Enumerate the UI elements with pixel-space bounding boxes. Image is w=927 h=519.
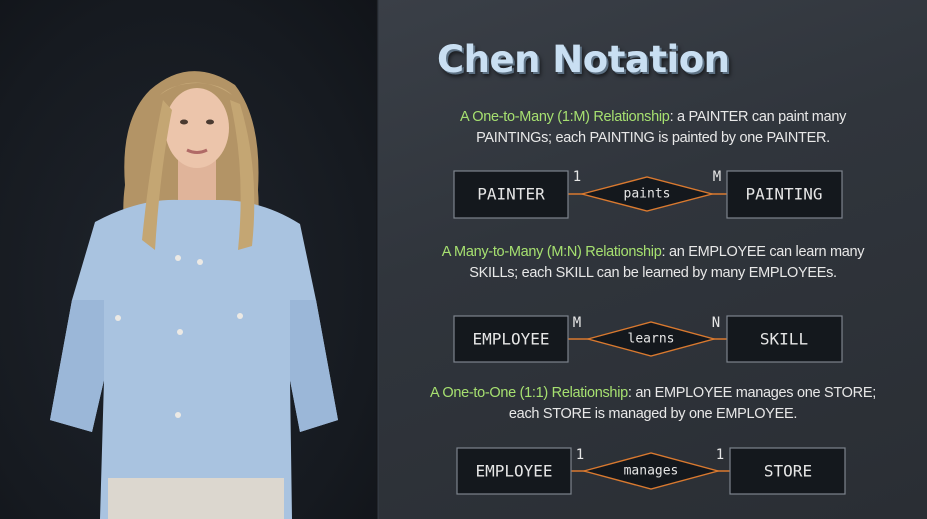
cardinality-right: 1 [716,447,724,463]
relationship-diamond-paints [579,176,715,212]
description-text: : an EMPLOYEE can learn many [661,244,865,260]
relationship-label-learns: learns [628,332,675,347]
er-diagrams: PAINTER paints PAINTING 1 M EMPLOYEE lea… [453,169,846,495]
entity-label-employee: EMPLOYEE [475,462,552,481]
er-diagram-employee-store: EMPLOYEE manages STORE 1 1 [456,447,846,495]
presenter-video [0,0,376,519]
relationship-description-one-to-one: A One-to-One (1:1) Relationship: an EMPL… [409,383,897,425]
presenter-figure [50,71,338,519]
entity-box-painting [726,170,843,219]
er-diagram-painter-painting: PAINTER paints PAINTING 1 M [453,169,843,219]
cardinality-left: 1 [576,447,584,463]
entity-box-skill [726,315,843,363]
relationship-description-one-to-many: A One-to-Many (1:M) Relationship: a PAIN… [409,107,897,149]
entity-box-employee [453,315,569,363]
relationship-description-many-to-many: A Many-to-Many (M:N) Relationship: an EM… [409,242,897,284]
entity-box-store [729,447,846,495]
relationship-label-manages: manages [624,464,679,479]
cardinality-right: N [712,315,720,331]
entity-label-painter: PAINTER [477,185,545,204]
description-text: SKILLs; each SKILL can be learned by man… [469,265,837,281]
entity-label-employee: EMPLOYEE [472,330,549,349]
relationship-type-label: A Many-to-Many (M:N) Relationship [441,244,662,260]
slide-panel: Chen Notation A One-to-Many (1:M) Relati… [379,0,927,519]
relationship-diamond-learns [585,321,717,357]
cardinality-right: M [713,169,721,185]
description-text: : an EMPLOYEE manages one STORE; [627,385,876,401]
entity-box-employee [456,447,572,495]
relationship-diamond-manages [581,452,721,490]
er-diagram-employee-skill: EMPLOYEE learns SKILL M N [453,315,843,363]
relationship-type-label: A One-to-Many (1:M) Relationship [459,109,670,125]
panel-divider [376,0,379,519]
description-text: : a PAINTER can paint many [669,109,847,125]
cardinality-left: 1 [573,169,581,185]
description-text: each STORE is managed by one EMPLOYEE. [508,406,798,422]
entity-label-store: STORE [764,462,812,481]
entity-label-skill: SKILL [760,330,808,349]
description-text: PAINTINGs; each PAINTING is painted by o… [476,130,830,146]
entity-box-painter [453,170,569,219]
relationship-label-paints: paints [624,187,671,202]
relationship-type-label: A One-to-One (1:1) Relationship [430,385,628,401]
slide-title: Chen Notation [437,38,730,81]
entity-label-painting: PAINTING [745,185,822,204]
cardinality-left: M [573,315,581,331]
